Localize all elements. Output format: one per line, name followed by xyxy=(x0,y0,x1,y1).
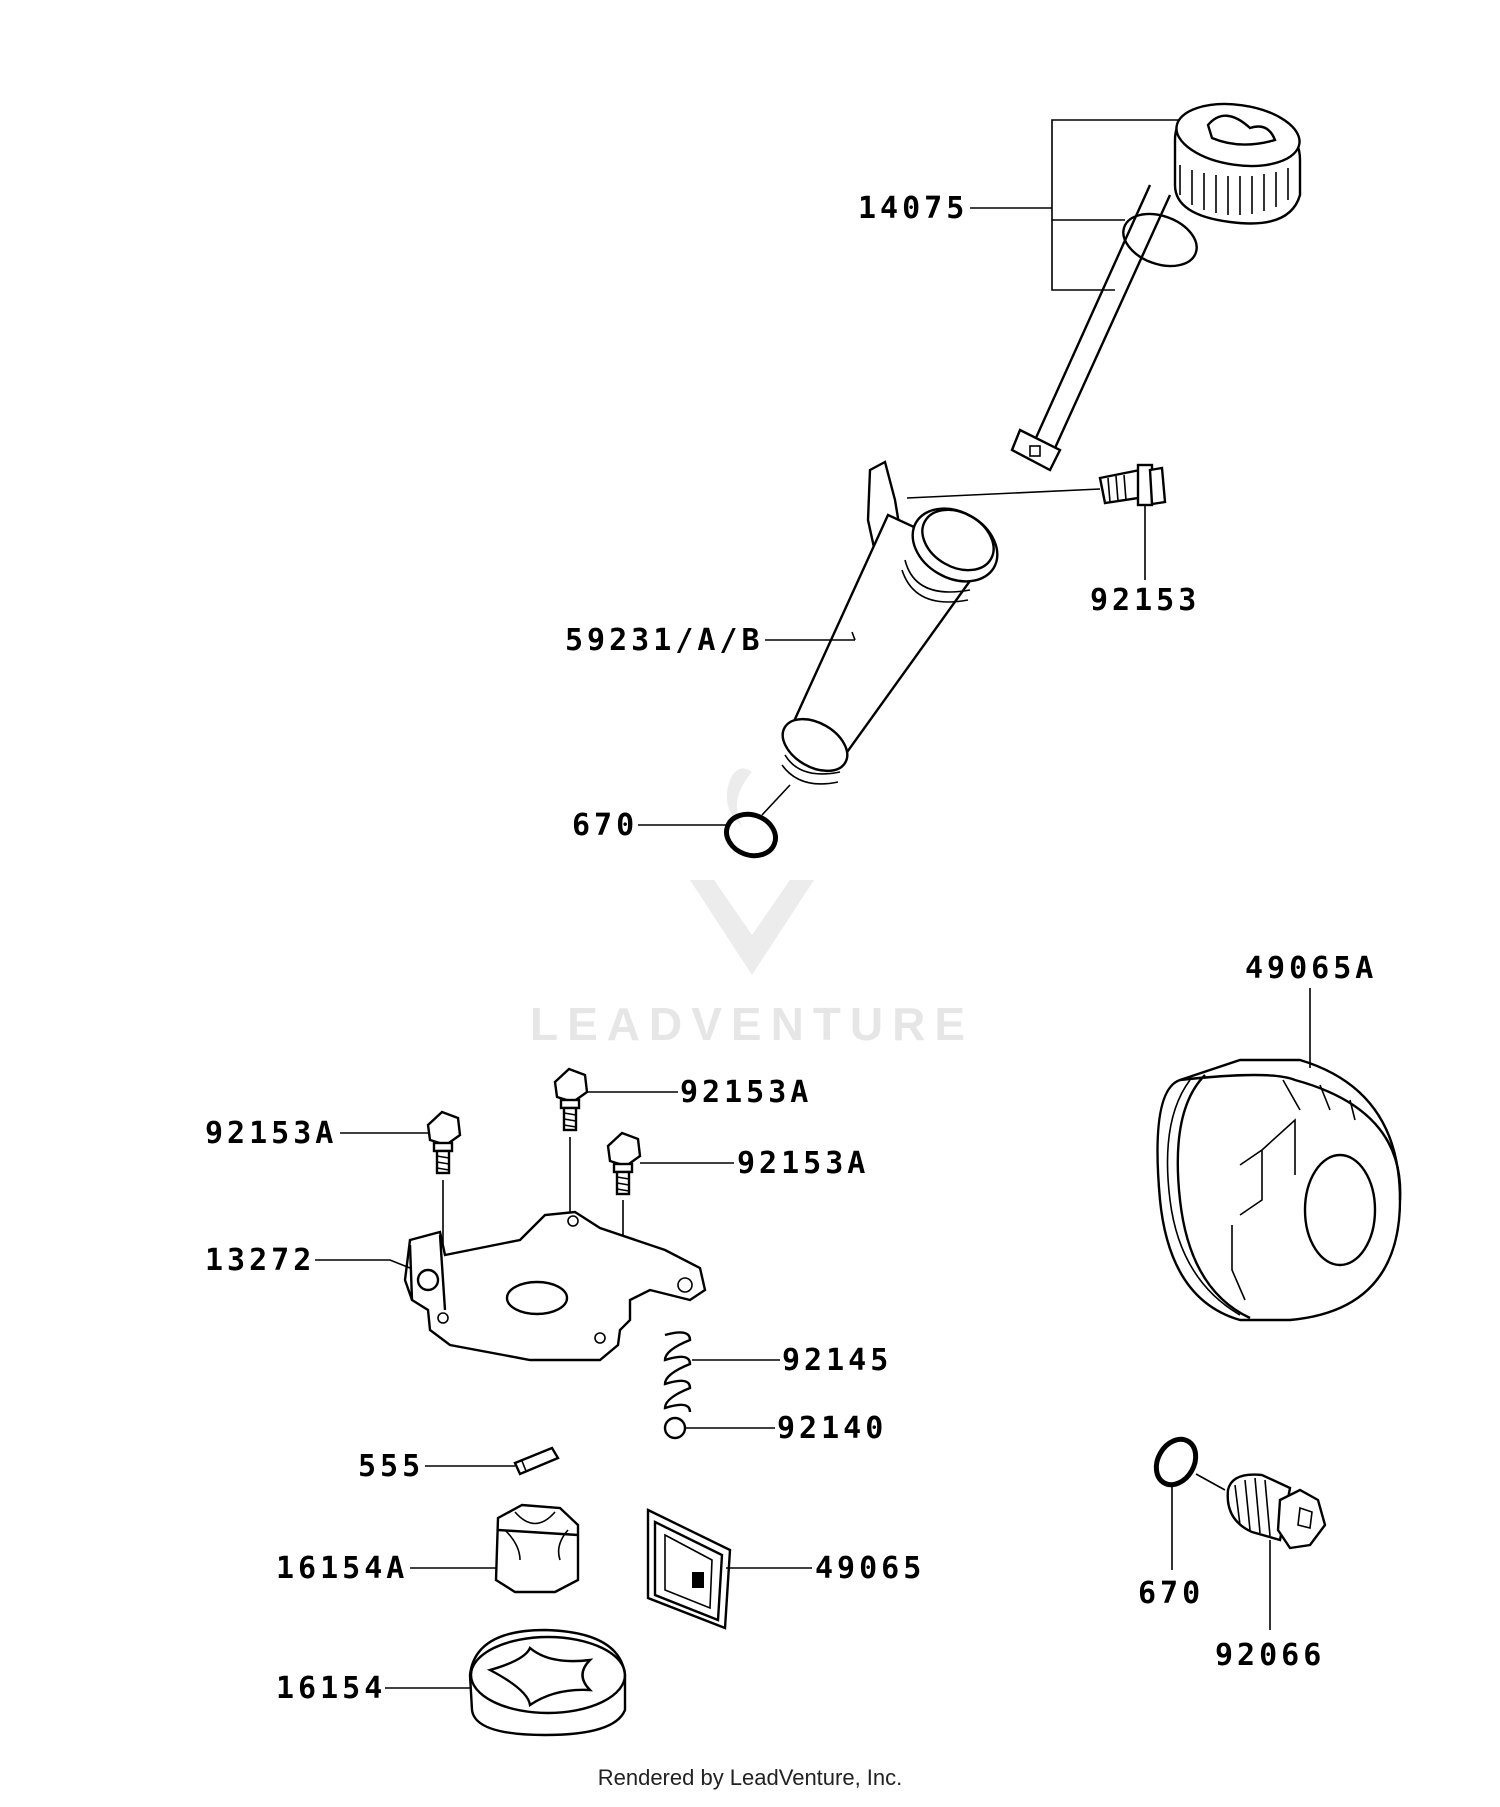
label-670-upper: 670 xyxy=(572,808,638,843)
part-670-oring-upper[interactable] xyxy=(721,808,782,863)
label-14075: 14075 xyxy=(858,191,968,226)
part-13272-plate[interactable] xyxy=(403,1210,707,1362)
part-92153a-bolt-2[interactable] xyxy=(553,1067,589,1132)
label-92153a-1: 92153A xyxy=(205,1116,337,1151)
part-92153-bolt[interactable] xyxy=(1098,463,1167,507)
label-92153a-2: 92153A xyxy=(680,1075,812,1110)
part-59231-filler-tube[interactable] xyxy=(774,460,1011,785)
part-16154a-inner-rotor[interactable] xyxy=(494,1503,580,1594)
label-92140: 92140 xyxy=(777,1411,887,1446)
part-92140-ball[interactable] xyxy=(663,1416,687,1440)
label-92066: 92066 xyxy=(1215,1638,1325,1673)
part-92066-drain-plug[interactable] xyxy=(1226,1473,1327,1550)
leader-670-upper xyxy=(638,784,791,826)
part-92153a-bolt-3[interactable] xyxy=(606,1131,642,1196)
label-92145: 92145 xyxy=(782,1343,892,1378)
leader-13272 xyxy=(315,1259,411,1269)
leader-670-lower xyxy=(1171,1473,1226,1570)
label-92153: 92153 xyxy=(1090,583,1200,618)
label-92153a-3: 92153A xyxy=(737,1146,869,1181)
label-555: 555 xyxy=(358,1449,424,1484)
part-555-pin[interactable] xyxy=(513,1446,560,1476)
watermark-text: LEADVENTURE xyxy=(530,998,974,1050)
label-13272: 13272 xyxy=(205,1243,315,1278)
part-92145-spring[interactable] xyxy=(663,1331,692,1413)
part-16154-outer-rotor[interactable] xyxy=(468,1628,627,1737)
leader-14075 xyxy=(970,119,1180,291)
label-670-lower: 670 xyxy=(1138,1576,1204,1611)
label-49065: 49065 xyxy=(815,1551,925,1586)
part-92153a-bolt-1[interactable] xyxy=(426,1110,462,1175)
part-49065a-oil-filter[interactable] xyxy=(1156,1058,1402,1322)
label-16154: 16154 xyxy=(276,1671,386,1706)
part-14075-dipstick[interactable] xyxy=(1010,97,1304,472)
part-670-oring-lower[interactable] xyxy=(1148,1432,1203,1492)
watermark: LEADVENTURE xyxy=(530,768,974,1050)
leader-59231 xyxy=(765,631,856,641)
label-59231: 59231/A/B xyxy=(565,623,764,658)
label-16154a: 16154A xyxy=(276,1551,408,1586)
leader-92153 xyxy=(906,488,1146,580)
footer-credit: Rendered by LeadVenture, Inc. xyxy=(598,1765,903,1790)
label-49065a: 49065A xyxy=(1245,951,1377,986)
part-49065-screen[interactable] xyxy=(646,1508,732,1630)
